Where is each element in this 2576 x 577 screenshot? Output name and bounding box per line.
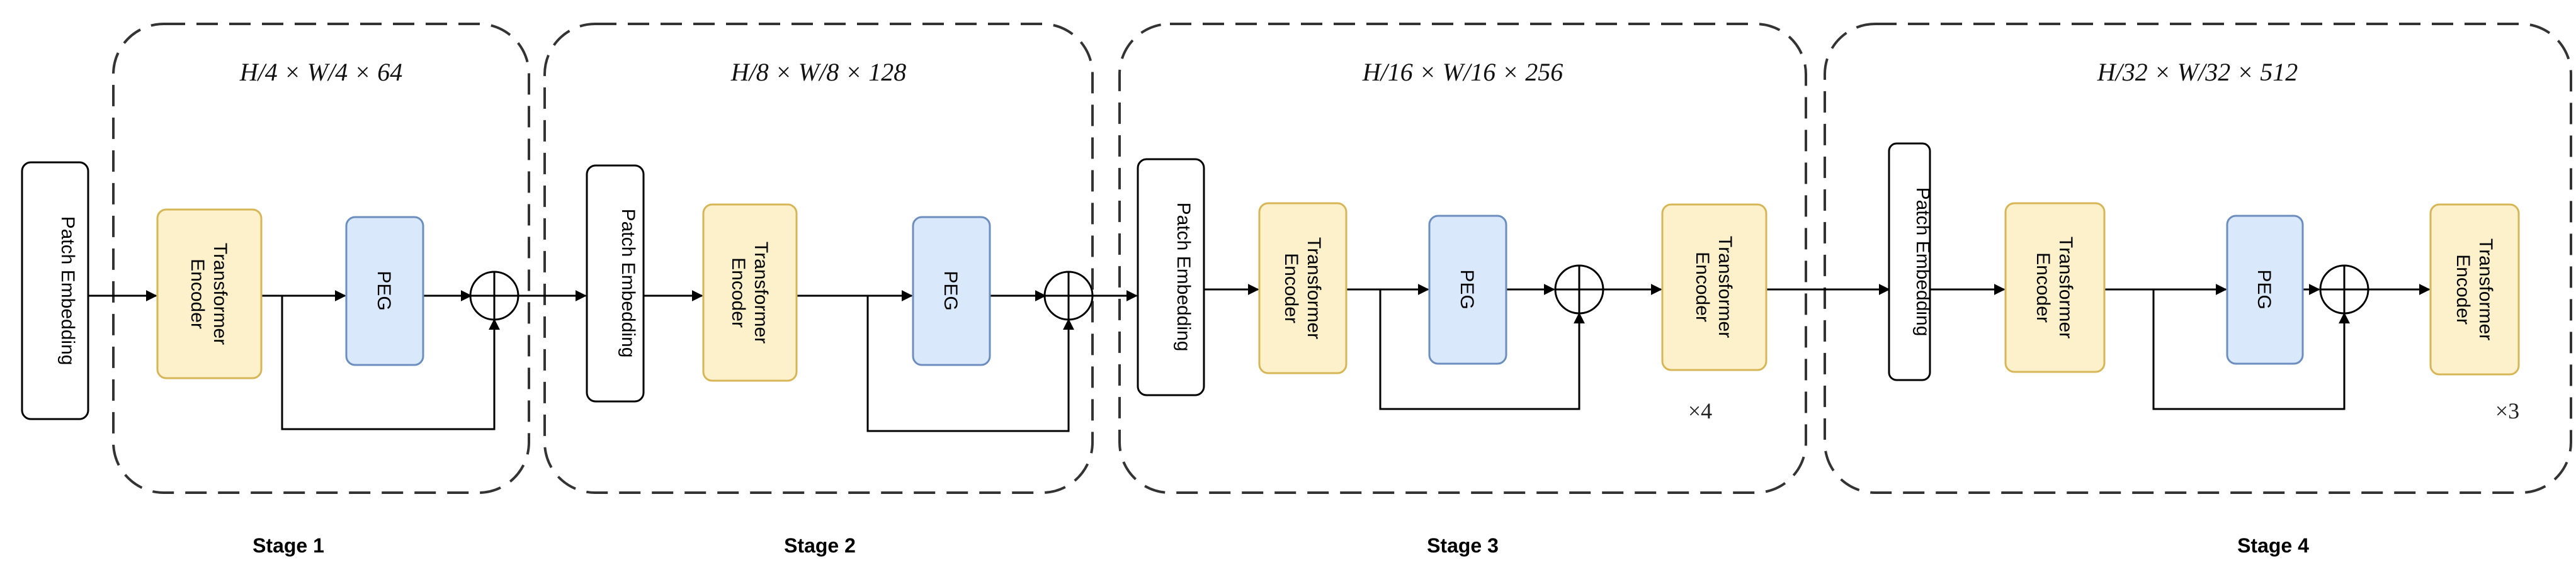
stage-4-peg: PEG (2226, 215, 2304, 365)
stage-3-peg: PEG (1428, 215, 1507, 365)
encoder-label-line2: Encoder (2453, 254, 2473, 325)
encoder-label-line2: Encoder (1281, 253, 1302, 323)
stage-1-container (112, 23, 530, 494)
stage-2-container (543, 23, 1094, 494)
stage-3-add-node (1554, 264, 1604, 315)
patch-embedding-label: Patch Embedding (1173, 203, 1194, 352)
stage-3-dims: H/16 × W/16 × 256 (1362, 58, 1563, 86)
stage-3-repeat: ×4 (1688, 398, 1712, 423)
encoder-label-line2: Encoder (187, 259, 208, 329)
stage-4-container (1824, 23, 2572, 494)
stage-2-transformer-encoder: Transformer Encoder (702, 203, 798, 382)
peg-label: PEG (1456, 269, 1477, 309)
stage-1-patch-embedding: Patch Embedding (21, 161, 89, 420)
stage-2-peg: PEG (912, 216, 991, 366)
stage-3-patch-embedding: Patch Embedding (1137, 158, 1205, 396)
encoder-label-line2: Encoder (728, 257, 749, 328)
patch-embedding-label: Patch Embedding (57, 216, 78, 366)
encoder-label-line1: Transformer (2055, 237, 2076, 339)
stage-2-dims: H/8 × W/8 × 128 (730, 58, 906, 86)
encoder-label-line1: Transformer (751, 242, 771, 344)
stage-2-label: Stage 2 (784, 534, 856, 557)
stage-1-add-node (469, 271, 519, 321)
stage-4-dims: H/32 × W/32 × 512 (2097, 58, 2298, 86)
stage-3-transformer-encoder-2: Transformer Encoder (1661, 203, 1767, 371)
stage-4-transformer-encoder-1: Transformer Encoder (2004, 202, 2106, 373)
peg-label: PEG (940, 271, 961, 310)
stage-3-transformer-encoder-1: Transformer Encoder (1258, 202, 1348, 374)
encoder-label-line2: Encoder (2033, 252, 2053, 323)
stage-1-dims: H/4 × W/4 × 64 (239, 58, 402, 86)
stage-2-patch-embedding: Patch Embedding (586, 164, 645, 403)
stage-4-label: Stage 4 (2237, 534, 2309, 557)
encoder-label-line1: Transformer (1715, 236, 1735, 338)
encoder-label-line2: Encoder (1692, 252, 1713, 322)
patch-embedding-label: Patch Embedding (618, 209, 638, 358)
stage-1-transformer-encoder: Transformer Encoder (156, 208, 263, 379)
stage-3-label: Stage 3 (1427, 534, 1499, 557)
stage-4-repeat: ×3 (2495, 398, 2519, 423)
stage-2-add-node (1043, 271, 1094, 321)
stage-4-add-node (2319, 264, 2369, 315)
stage-1-label: Stage 1 (252, 534, 324, 557)
peg-label: PEG (373, 271, 394, 310)
encoder-label-line1: Transformer (2475, 238, 2496, 340)
stage-1-peg: PEG (345, 216, 424, 366)
stage-4-patch-embedding: Patch Embedding (1888, 142, 1933, 381)
encoder-label-line1: Transformer (1303, 237, 1324, 339)
stage-4-transformer-encoder-2: Transformer Encoder (2429, 203, 2520, 376)
peg-label: PEG (2254, 269, 2274, 309)
encoder-label-line1: Transformer (210, 243, 230, 345)
patch-embedding-label: Patch Embedding (1912, 188, 1933, 337)
